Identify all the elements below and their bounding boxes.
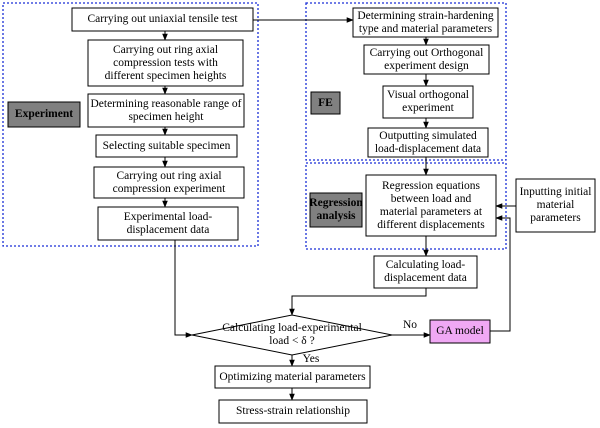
edge-label-yes: Yes	[302, 352, 320, 365]
fe-region-border	[305, 2, 507, 161]
ring-tests-box	[87, 39, 244, 87]
exp-data-box	[97, 206, 239, 241]
arrow-ga-to-regression	[490, 215, 511, 332]
select-specimen-label: Selecting suitable specimen	[102, 139, 231, 152]
strain-hardening-label: Determining strain-hardening type and ma…	[357, 9, 494, 35]
height-range-label: Determining reasonable range of specimen…	[90, 97, 242, 123]
ring-experiment-box	[93, 166, 245, 199]
visual-orthogonal-box	[382, 85, 474, 119]
height-range-box	[87, 93, 245, 128]
strain-hardening-box	[352, 7, 499, 38]
ring-tests-label: Carrying out ring axial compression test…	[104, 43, 227, 82]
optimize-label: Optimizing material parameters	[219, 370, 366, 383]
edge-label-no: No	[402, 318, 418, 331]
regression-region-border	[305, 162, 507, 250]
experiment-tag-label: Experiment	[14, 108, 74, 120]
uniaxial-label: Carrying out uniaxial tensile test	[87, 13, 238, 25]
simulated-data-box	[367, 127, 489, 158]
calc-data-label: Calculating load- displacement data	[384, 259, 467, 284]
regression-eq-label: Regression equations between load and ma…	[377, 179, 485, 231]
regression-tag-box	[309, 192, 363, 228]
initial-params-label: Inputting initial material parameters	[519, 186, 592, 224]
experiment-tag-box	[7, 101, 81, 128]
calc-data-box	[373, 255, 478, 289]
experiment-region-border	[2, 2, 259, 247]
orthogonal-design-label: Carrying out Orthogonal experiment desig…	[369, 46, 484, 72]
fe-tag-box	[310, 91, 341, 115]
stress-strain-label: Stress-strain relationship	[235, 405, 351, 417]
ga-model-label: GA model	[436, 325, 484, 337]
regression-tag-label: Regression analysis	[309, 197, 363, 222]
decision-label: Calculating load-experimental load < δ ?	[222, 322, 362, 347]
arrow-exp-data-to-decision	[174, 240, 193, 338]
arrow-calc-to-decision	[289, 288, 427, 316]
fe-tag-label: FE	[318, 96, 333, 109]
initial-params-box	[515, 178, 596, 233]
visual-orthogonal-label: Visual orthogonal experiment	[386, 89, 470, 114]
exp-data-label: Experimental load- displacement data	[123, 210, 213, 236]
simulated-data-label: Outputting simulated load-displacement d…	[374, 129, 482, 155]
ring-experiment-label: Carrying out ring axial compression expe…	[112, 169, 226, 195]
regression-eq-box	[365, 174, 497, 237]
